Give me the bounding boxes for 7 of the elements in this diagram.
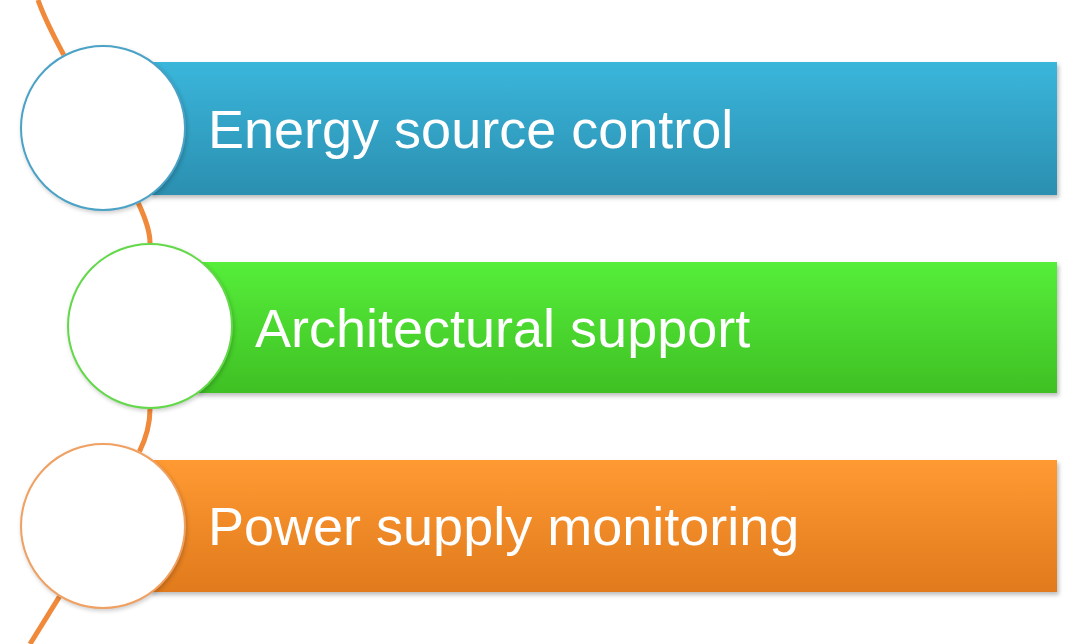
- bar-label: Architectural support: [255, 296, 751, 359]
- connector-line: [27, 595, 62, 644]
- connector-line: [136, 202, 153, 244]
- connector-line: [35, 0, 66, 57]
- bar-label: Power supply monitoring: [208, 495, 800, 557]
- bar-label: Energy source control: [208, 97, 734, 160]
- connector-line: [137, 408, 153, 453]
